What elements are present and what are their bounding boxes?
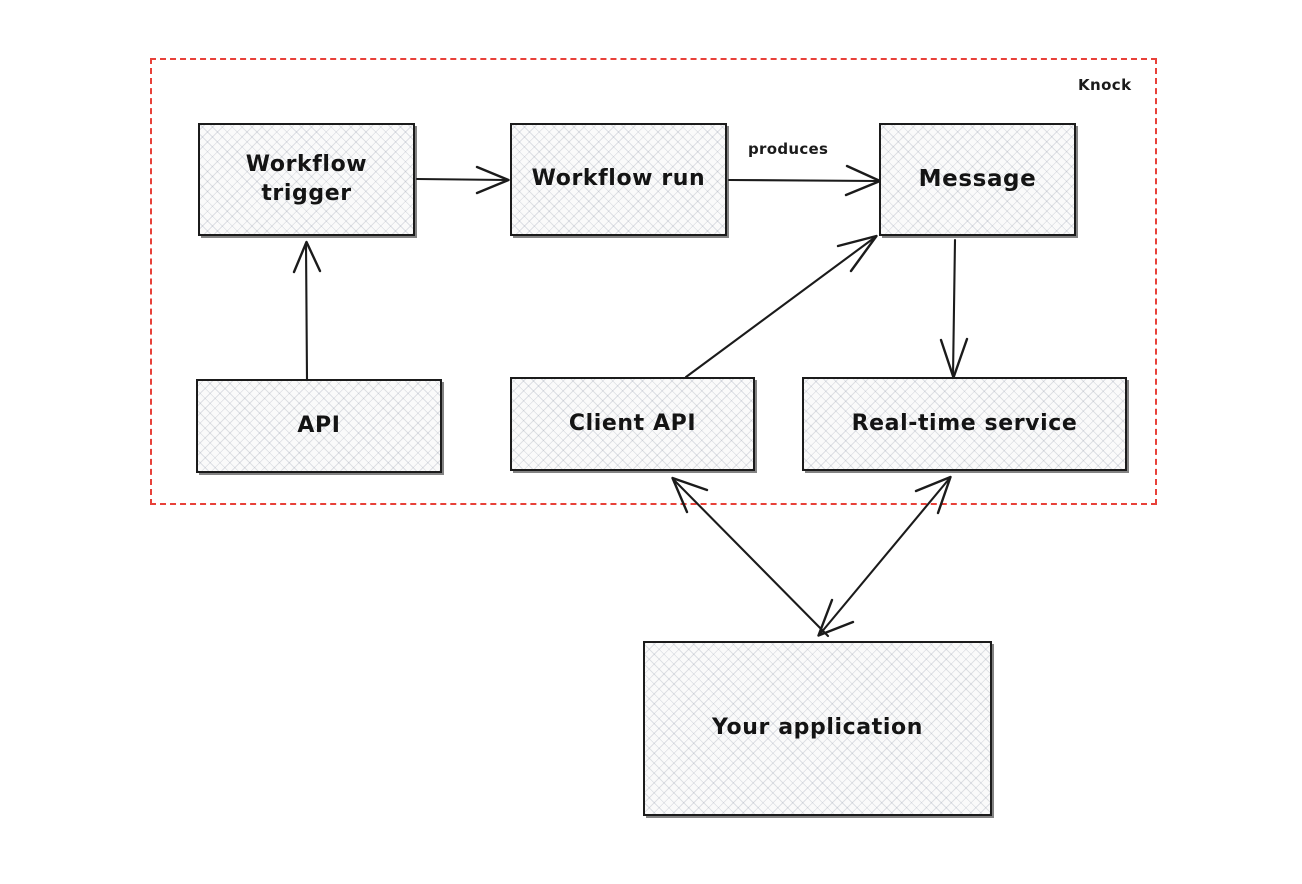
node-workflow-trigger-label: Workflow trigger	[245, 152, 368, 206]
node-workflow-run[interactable]: Workflow run	[510, 123, 727, 236]
node-message-label: Message	[918, 165, 1037, 192]
node-client-api-label: Client API	[568, 410, 697, 436]
node-your-application[interactable]: Your application	[643, 641, 992, 816]
knock-boundary	[150, 58, 1157, 505]
node-realtime-service-label: Real-time service	[851, 410, 1078, 436]
edge-label-produces: produces	[748, 140, 829, 158]
node-realtime-service[interactable]: Real-time service	[802, 377, 1127, 471]
knock-boundary-label: Knock	[1078, 76, 1132, 94]
node-workflow-trigger[interactable]: Workflow trigger	[198, 123, 415, 236]
node-message[interactable]: Message	[879, 123, 1076, 236]
node-api-label: API	[297, 412, 341, 438]
node-your-application-label: Your application	[712, 715, 923, 741]
node-client-api[interactable]: Client API	[510, 377, 755, 471]
node-api[interactable]: API	[196, 379, 442, 473]
node-workflow-run-label: Workflow run	[531, 166, 706, 192]
